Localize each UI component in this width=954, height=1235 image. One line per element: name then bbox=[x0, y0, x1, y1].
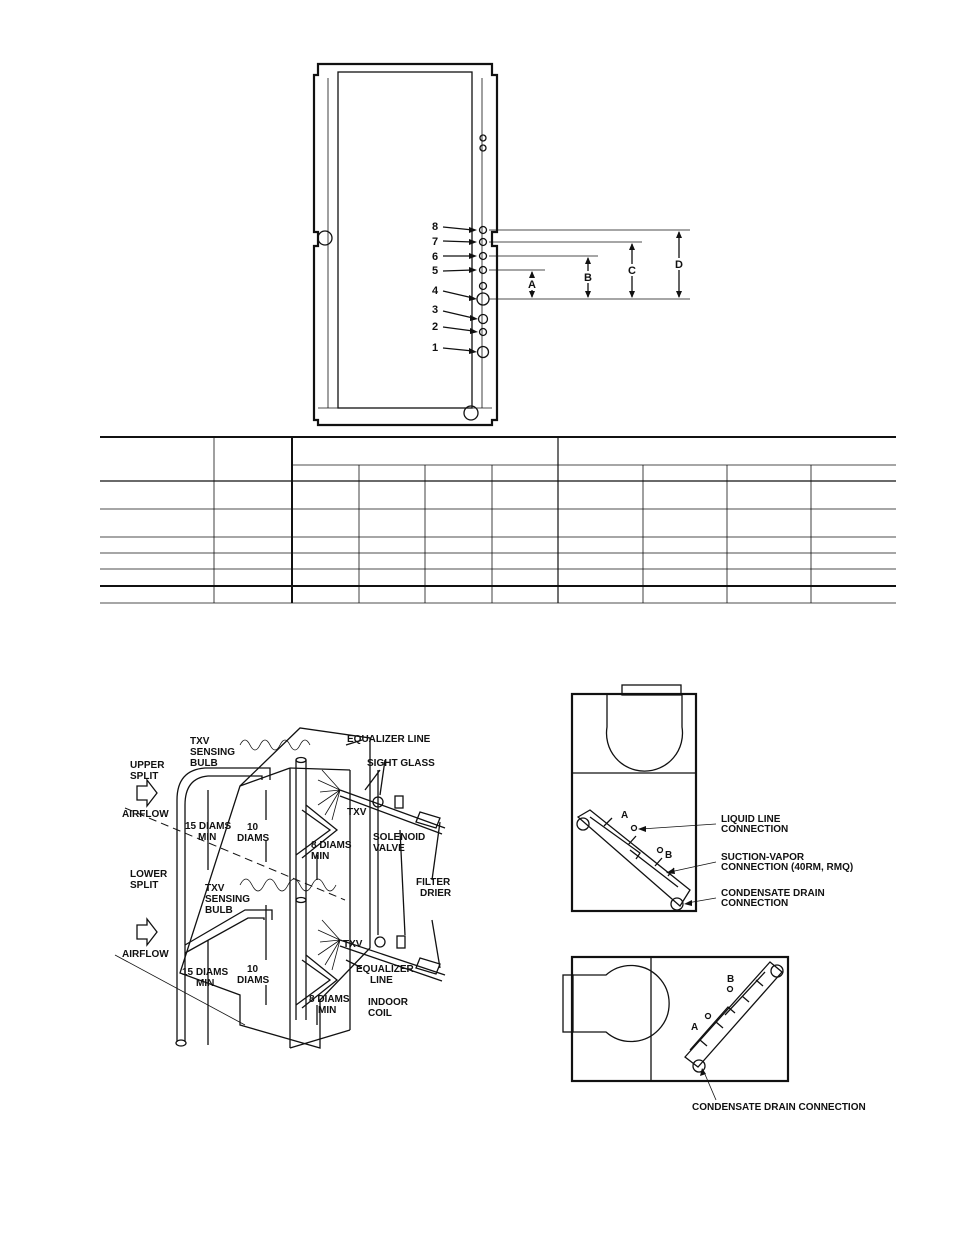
port-label-5: 5 bbox=[432, 265, 438, 277]
airflow-upper-label: AIRFLOW bbox=[122, 809, 169, 820]
fifteen-diams-upper-label: 15 DIAMS MIN bbox=[185, 821, 234, 843]
equalizer-line-lower-label: EQUALIZER LINE bbox=[356, 964, 417, 986]
txv-sensing-bulb-lower-label: TXV SENSING BULB bbox=[205, 883, 253, 916]
eight-diams-upper-label: 8 DIAMS MIN bbox=[311, 840, 354, 862]
airflow-lower-label: AIRFLOW bbox=[122, 949, 169, 960]
sight-glass-label: SIGHT GLASS bbox=[367, 758, 435, 769]
port-label-4: 4 bbox=[432, 285, 439, 297]
filter-drier-label: FILTER DRIER bbox=[416, 877, 453, 899]
upper-split-label: UPPER SPLIT bbox=[130, 760, 167, 782]
condensate-drain-horizontal-label: CONDENSATE DRAIN CONNECTION bbox=[692, 1102, 866, 1113]
condensate-drain-vertical-label: CONDENSATE DRAIN CONNECTION bbox=[721, 888, 828, 909]
solenoid-valve-label: SOLENOID VALVE bbox=[373, 832, 428, 854]
vertical-mark-b: B bbox=[665, 850, 672, 861]
fifteen-diams-lower-label: 15 DIAMS MIN bbox=[182, 967, 231, 989]
txv-sensing-bulb-upper-label: TXV SENSING BULB bbox=[190, 736, 238, 769]
horizontal-mark-b: B bbox=[727, 974, 734, 985]
liquid-line-connection-label: LIQUID LINE CONNECTION bbox=[721, 814, 788, 835]
txv-upper-label: TXV bbox=[347, 807, 367, 818]
dimension-b: B bbox=[584, 272, 592, 284]
txv-lower-label: TXV bbox=[343, 939, 363, 950]
port-label-2: 2 bbox=[432, 321, 438, 333]
suction-vapor-connection-label: SUCTION-VAPOR CONNECTION (40RM, RMQ) bbox=[721, 852, 853, 873]
vertical-mark-a: A bbox=[621, 810, 628, 821]
dimension-table-grid bbox=[100, 436, 896, 604]
eight-diams-lower-label: 8 DIAMS MIN bbox=[309, 994, 352, 1016]
dimension-d: D bbox=[675, 259, 683, 271]
indoor-coil-label: INDOOR COIL bbox=[368, 997, 411, 1019]
port-label-6: 6 bbox=[432, 251, 438, 263]
unit-front-view: 8 7 6 5 4 3 2 1 A bbox=[312, 62, 690, 427]
txv-piping-diagram: TXV SENSING BULB UPPER SPLIT AIRFLOW EQU… bbox=[114, 727, 453, 1049]
dimension-c: C bbox=[628, 265, 636, 277]
horizontal-mark-a: A bbox=[691, 1022, 698, 1033]
port-label-7: 7 bbox=[432, 236, 438, 248]
lower-split-label: LOWER SPLIT bbox=[130, 869, 170, 891]
top-view-vertical-unit: A B LIQUID LINE CONNECTION SUCTION-VAPOR… bbox=[570, 684, 853, 913]
port-label-8: 8 bbox=[432, 221, 438, 233]
top-view-horizontal-unit: A B CONDENSATE DRAIN CONNECTION bbox=[562, 955, 866, 1113]
ten-diams-upper-label: 10 DIAMS bbox=[237, 822, 270, 844]
dimension-a: A bbox=[528, 279, 536, 291]
equalizer-line-upper-label: EQUALIZER LINE bbox=[347, 734, 431, 745]
port-label-1: 1 bbox=[432, 342, 438, 354]
ten-diams-lower-label: 10 DIAMS bbox=[237, 964, 270, 986]
port-label-3: 3 bbox=[432, 304, 438, 316]
